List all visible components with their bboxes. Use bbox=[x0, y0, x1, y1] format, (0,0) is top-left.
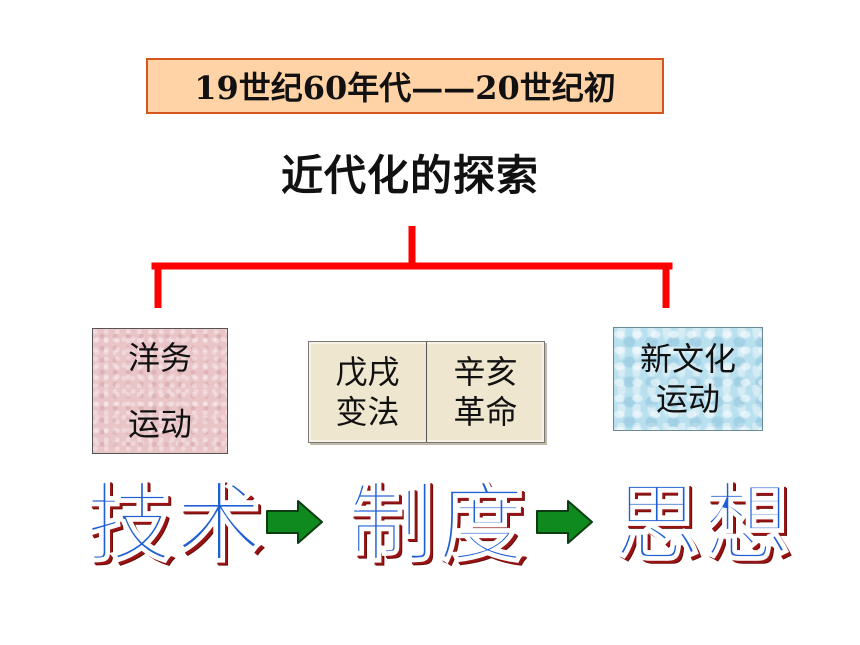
node-wuxu-line2: 变法 bbox=[335, 393, 400, 431]
node-reform-revolution: 戊戌 变法 辛亥 革命 bbox=[308, 341, 545, 443]
node-xinhai-revolution: 辛亥 革命 bbox=[426, 342, 544, 442]
diagram-title: 近代化的探索 bbox=[280, 151, 539, 200]
node-wuxu-reform: 戊戌 变法 bbox=[309, 342, 426, 442]
node-yangwu-line1: 洋务 bbox=[127, 339, 192, 377]
stage-institution: 制度 bbox=[347, 473, 528, 575]
node-new-culture-movement: 新文化 运动 bbox=[613, 327, 763, 431]
right-arrow-icon bbox=[266, 500, 323, 544]
right-arrow-icon bbox=[536, 500, 593, 544]
node-wuxu-line1: 戊戌 bbox=[335, 353, 400, 391]
node-xinwenhua-line2: 运动 bbox=[655, 380, 720, 418]
period-label: 19世纪60年代——20世纪初 bbox=[146, 58, 664, 114]
stage-thought: 思想 bbox=[613, 473, 794, 575]
node-xinhai-line1: 辛亥 bbox=[453, 353, 518, 391]
node-xinhai-line2: 革命 bbox=[453, 393, 518, 431]
node-xinwenhua-line1: 新文化 bbox=[639, 340, 736, 378]
stage-technology: 技术 bbox=[85, 473, 266, 575]
node-yangwu-line2: 运动 bbox=[127, 405, 192, 443]
period-text: 19世纪60年代——20世纪初 bbox=[194, 69, 616, 107]
node-yangwu-movement: 洋务 运动 bbox=[92, 328, 228, 454]
